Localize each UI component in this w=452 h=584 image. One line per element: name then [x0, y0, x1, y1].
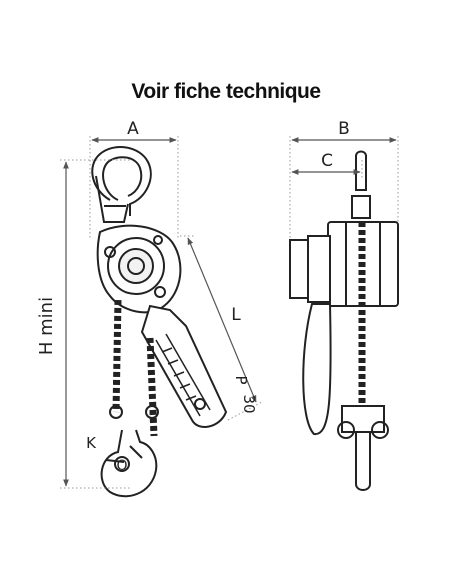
side-view	[91, 146, 228, 498]
front-view	[289, 150, 399, 491]
bottom-block	[341, 405, 385, 433]
lever-handle-front	[302, 303, 332, 436]
label-h-mini: H mini	[36, 297, 57, 355]
dimension-lines	[63, 137, 397, 487]
label-b: B	[338, 119, 350, 139]
label-a: A	[127, 119, 139, 139]
top-hook	[91, 146, 152, 216]
top-hook-front	[355, 150, 367, 191]
bottom-hook	[100, 429, 158, 498]
dim-l	[187, 237, 257, 403]
label-p-value: 30	[240, 394, 258, 413]
label-l: L	[231, 305, 241, 325]
label-c: C	[321, 151, 333, 171]
chain-left	[112, 299, 122, 413]
label-o: O	[116, 458, 127, 474]
page-title: Voir fiche technique	[131, 80, 321, 103]
chain-right	[146, 337, 158, 437]
label-p: P	[232, 375, 250, 384]
label-k: K	[86, 434, 97, 452]
reference-lines	[60, 136, 399, 489]
